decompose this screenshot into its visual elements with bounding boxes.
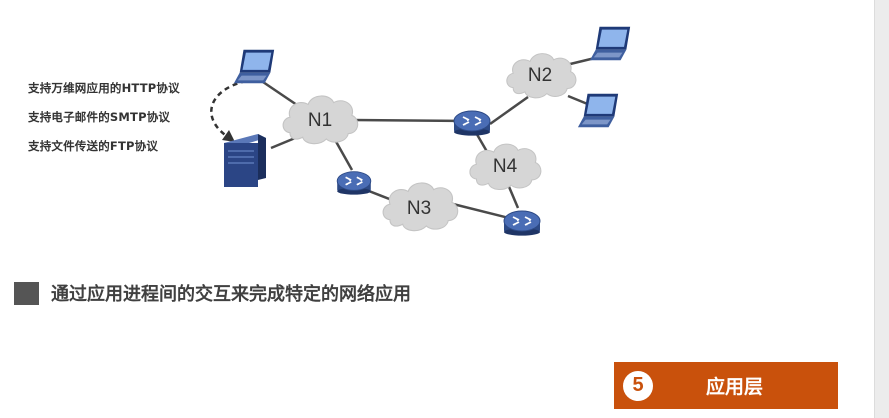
network-n4-label: N4 [493,156,518,177]
network-n2-label: N2 [528,65,552,86]
server-icon [224,134,266,187]
summary-text: 通过应用进程间的交互来完成特定的网络应用 [51,284,411,305]
laptop-icon [589,26,631,61]
layer-title: 应用层 [705,376,763,398]
network-n1-label: N1 [308,110,332,131]
network-diagram: N1 N2 N3 N4 [210,26,631,236]
laptop-icon [577,93,619,128]
layer-badge: 5 应用层 [614,362,838,409]
layer-number-badge: 5 [623,370,653,401]
protocol-list: 支持万维网应用的HTTP协议 支持电子邮件的SMTP协议 支持文件传送的FTP协… [28,79,180,166]
laptop-icon [233,49,275,84]
right-edge-panel [874,0,889,418]
square-bullet-icon [14,281,39,305]
protocol-smtp-label: 支持电子邮件的SMTP协议 [28,110,171,124]
request-arrow [210,79,247,142]
network-links [262,56,596,222]
protocol-http-label: 支持万维网应用的HTTP协议 [28,81,180,95]
router-icon [503,210,541,236]
router-icon [453,110,491,136]
protocol-ftp-label: 支持文件传送的FTP协议 [28,139,159,153]
network-n3-label: N3 [407,198,431,219]
summary-line: 通过应用进程间的交互来完成特定的网络应用 [14,280,411,306]
router-icon [336,170,372,195]
